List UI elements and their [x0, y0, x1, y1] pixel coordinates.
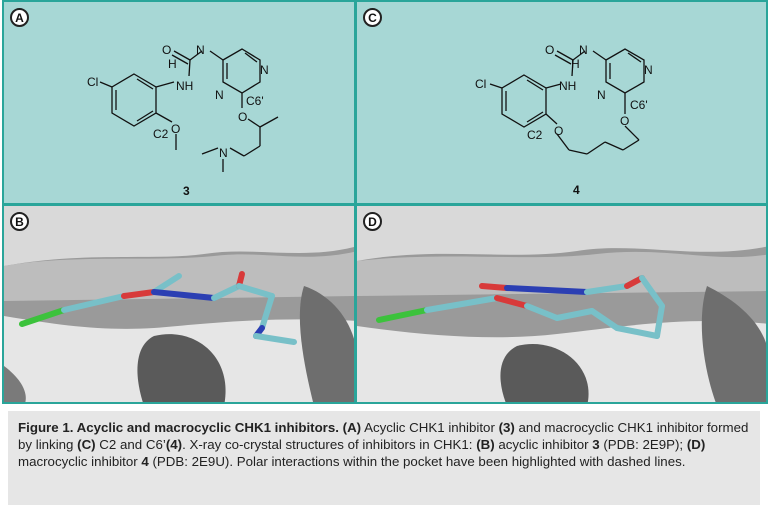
- panel-b: B: [2, 204, 356, 404]
- figure-caption: Figure 1. Acyclic and macrocyclic CHK1 i…: [8, 411, 760, 505]
- atom-o-ether: O: [620, 114, 629, 128]
- panel-d: D: [355, 204, 768, 404]
- atom-n-ring1: N: [644, 63, 653, 77]
- atom-o-aryl: O: [554, 124, 563, 138]
- caption-text-8: (PDB: 2E9U). Polar interactions within t…: [148, 454, 686, 469]
- atom-c2: C2: [527, 128, 543, 142]
- atom-n-top: N: [196, 43, 205, 57]
- crystal-structure-d: [357, 206, 766, 402]
- atom-c2: C2: [153, 127, 169, 141]
- caption-title: Figure 1. Acyclic and macrocyclic CHK1 i…: [18, 420, 339, 435]
- panel-label-c: C: [363, 8, 382, 27]
- caption-ref-3: (3): [498, 420, 515, 435]
- atom-h-top: H: [168, 57, 177, 71]
- atom-n-ring2: N: [597, 88, 606, 102]
- atom-n-top: N: [579, 43, 588, 57]
- caption-text-7: macrocyclic inhibitor: [18, 454, 142, 469]
- panel-label-a: A: [10, 8, 29, 27]
- atom-o-methoxy: O: [171, 122, 180, 136]
- atom-h-top: H: [571, 57, 580, 71]
- atom-c6p: C6': [630, 98, 648, 112]
- atom-nh: NH: [559, 79, 576, 93]
- atom-n-ring1: N: [260, 63, 269, 77]
- atom-o-urea: O: [162, 43, 171, 57]
- caption-ref-b: (B): [476, 437, 495, 452]
- structure-4: H N O NH Cl N N C6' C2 O O 4: [475, 43, 653, 197]
- panel-label-d: D: [363, 212, 382, 231]
- compound-number-3: 3: [183, 184, 190, 198]
- caption-text-4: . X-ray co-crystal structures of inhibit…: [182, 437, 477, 452]
- caption-ref-a: (A): [342, 420, 362, 435]
- atom-n-amine: N: [219, 146, 228, 160]
- panel-c: C H N O NH Cl N N C6' C2 O O 4: [355, 0, 768, 205]
- compound-number-4: 4: [573, 183, 580, 197]
- caption-ref-3b: 3: [592, 437, 600, 452]
- caption-text-3: C2 and C6’: [95, 437, 166, 452]
- atom-n-ring2: N: [215, 88, 224, 102]
- crystal-structure-b: [4, 206, 354, 402]
- atom-c6p: C6': [246, 94, 264, 108]
- panel-a: A H N O NH Cl N N C6: [2, 0, 356, 205]
- panel-label-b: B: [10, 212, 29, 231]
- caption-ref-4b: 4: [141, 454, 149, 469]
- caption-text-5: acyclic inhibitor: [494, 437, 593, 452]
- atom-cl: Cl: [475, 77, 486, 91]
- atom-o-ether: O: [238, 110, 247, 124]
- caption-ref-4: (4): [165, 437, 183, 452]
- structure-3: H N O NH Cl N N C6' C2 O O N 3: [87, 43, 279, 198]
- caption-text-6: (PDB: 2E9P);: [599, 437, 687, 452]
- caption-ref-c: (C): [77, 437, 96, 452]
- caption-text-1: Acyclic CHK1 inhibitor: [361, 420, 499, 435]
- caption-ref-d: (D): [686, 437, 706, 452]
- atom-o-urea: O: [545, 43, 554, 57]
- atom-nh: NH: [176, 79, 193, 93]
- atom-cl: Cl: [87, 75, 98, 89]
- caption-text-2: and macrocyclic CHK1 inhibitor formed by…: [18, 420, 749, 452]
